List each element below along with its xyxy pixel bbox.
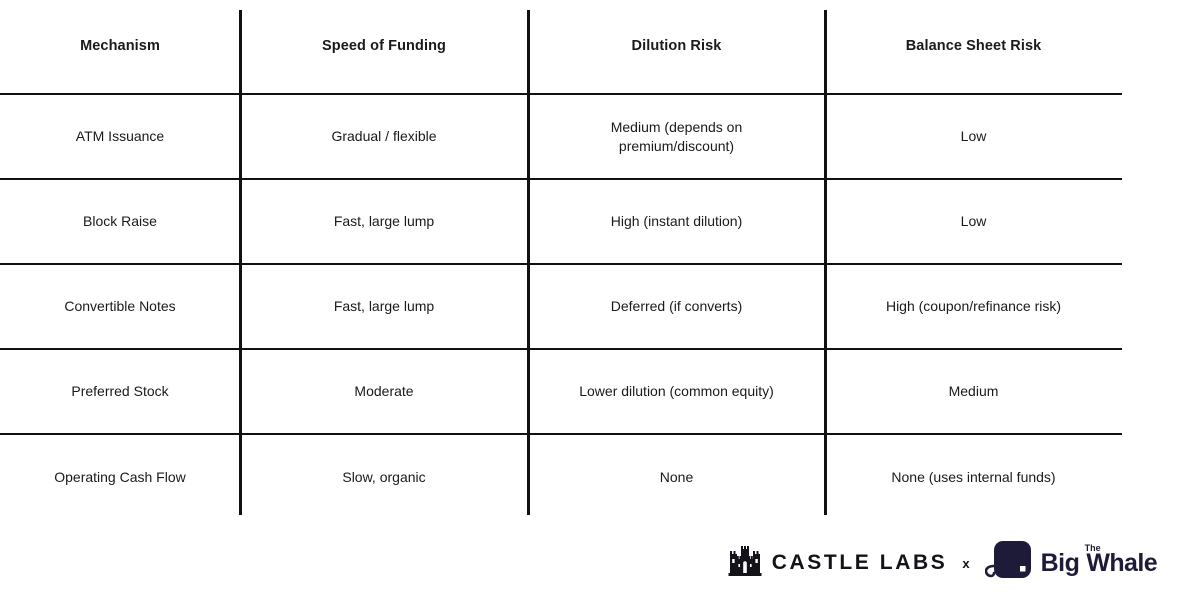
cell-dilution: None (659, 469, 694, 486)
castle-icon (728, 545, 762, 582)
castle-labs-wordmark: CASTLE LABS (771, 551, 948, 574)
whale-whale-text: Whale (1086, 548, 1157, 577)
cell-speed: Fast, large lump (240, 179, 528, 265)
cell-mechanism: Convertible Notes (0, 264, 240, 350)
column-divider-3 (824, 10, 827, 515)
comparison-table-container: Mechanism Speed of Funding Dilution Risk… (0, 0, 1122, 520)
column-header-balance-sheet-risk: Balance Sheet Risk (825, 0, 1122, 95)
whale-icon (984, 538, 1033, 589)
table-row: Preferred Stock Moderate Lower dilution … (0, 349, 1122, 435)
cell-balance: Low (825, 94, 1122, 180)
cell-mechanism: Operating Cash Flow (54, 469, 186, 486)
collab-separator: x (962, 555, 970, 571)
whale-big-text: Big (1040, 548, 1080, 577)
cell-speed: Gradual / flexible (240, 94, 528, 180)
column-header-dilution-risk: Dilution Risk (528, 0, 825, 95)
funding-mechanism-table: Mechanism Speed of Funding Dilution Risk… (0, 0, 1122, 520)
table-row: Convertible Notes Fast, large lump Defer… (0, 264, 1122, 350)
cell-mechanism: Preferred Stock (0, 349, 240, 435)
whale-the-text: The (1084, 542, 1101, 553)
cell-mechanism: ATM Issuance (0, 94, 240, 180)
cell-balance: Low (825, 179, 1122, 265)
cell-dilution: Medium (depends on premium/discount) (528, 94, 825, 180)
header-row: Mechanism Speed of Funding Dilution Risk… (0, 0, 1122, 95)
cell-dilution: Lower dilution (common equity) (528, 349, 825, 435)
column-header-speed-of-funding: Speed of Funding (240, 0, 528, 95)
cell-mechanism: Block Raise (0, 179, 240, 265)
table-row: ATM Issuance Gradual / flexible Medium (… (0, 94, 1122, 180)
table-header: Mechanism Speed of Funding Dilution Risk… (0, 0, 1122, 95)
cell-dilution: High (instant dilution) (528, 179, 825, 265)
cell-dilution: Deferred (if converts) (528, 264, 825, 350)
column-divider-1 (239, 10, 242, 515)
cell-speed: Slow, organic (342, 469, 426, 486)
cell-balance: High (coupon/refinance risk) (825, 264, 1122, 350)
column-divider-2 (527, 10, 530, 515)
cell-balance: Medium (825, 349, 1122, 435)
column-header-mechanism: Mechanism (0, 0, 240, 95)
cell-balance: None (uses internal funds) (891, 469, 1056, 486)
castle-labs-logo: CASTLE LABS (728, 545, 948, 582)
table-row: Block Raise Fast, large lump High (insta… (0, 179, 1122, 265)
table-body: ATM Issuance Gradual / flexible Medium (… (0, 94, 1122, 520)
cell-speed: Moderate (240, 349, 528, 435)
table-row: Operating Cash Flow Slow, organic None N… (0, 434, 1122, 520)
cell-speed: Fast, large lump (240, 264, 528, 350)
